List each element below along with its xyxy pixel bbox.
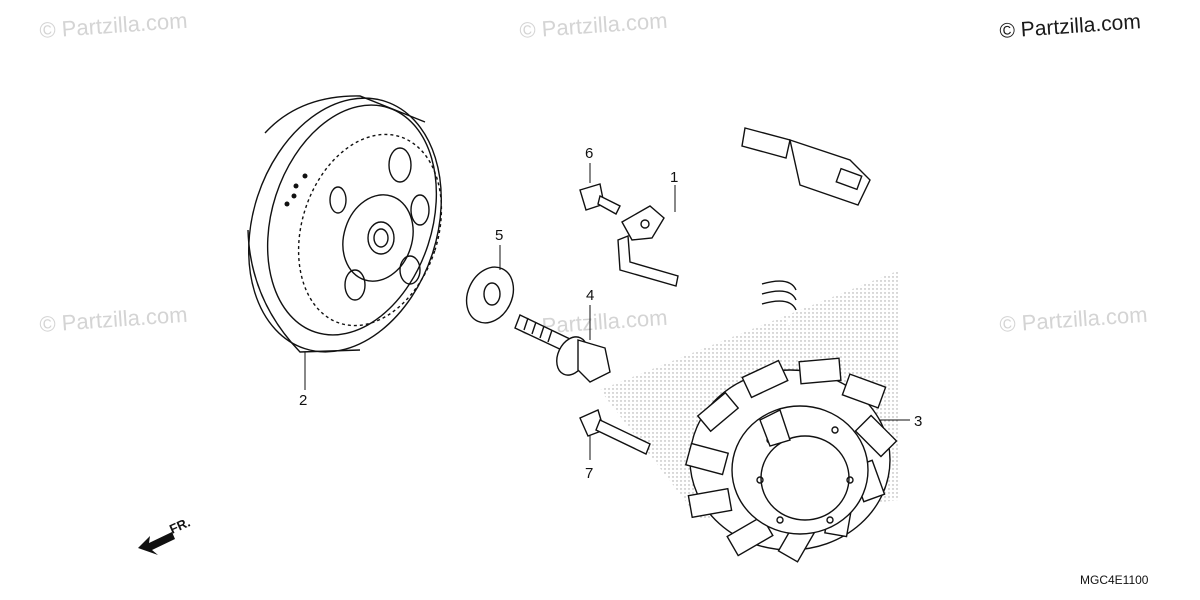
callout-number: 4	[586, 287, 594, 304]
washer-part	[465, 266, 515, 324]
watermark: © Partzilla.com	[39, 8, 189, 43]
copyright-notice: © Partzilla.com	[999, 10, 1142, 43]
watermark-group: © Partzilla.com © Partzilla.com © Partzi…	[39, 8, 1149, 340]
callout-number: 1	[670, 169, 678, 186]
bracket-part	[617, 205, 679, 287]
flywheel-part	[247, 95, 443, 353]
stator-bolt-part	[579, 409, 651, 455]
diagram-code: MGC4E1100	[1080, 573, 1149, 587]
watermark: © Partzilla.com	[999, 302, 1149, 337]
callout-number: 2	[299, 392, 307, 409]
flange-bolt-part	[514, 314, 611, 383]
watermark: © Partzilla.com	[39, 302, 189, 337]
callout-number: 6	[585, 145, 593, 162]
callout-number: 5	[495, 227, 503, 244]
front-direction-arrow: FR.	[138, 515, 192, 555]
small-bolt-part	[579, 183, 621, 215]
wiring-harness	[706, 26, 963, 326]
callout-number: 7	[585, 465, 593, 482]
callout-number: 3	[914, 413, 922, 430]
stator-part	[684, 357, 898, 563]
watermark: © Partzilla.com	[519, 8, 669, 43]
direction-label: FR.	[167, 515, 192, 537]
